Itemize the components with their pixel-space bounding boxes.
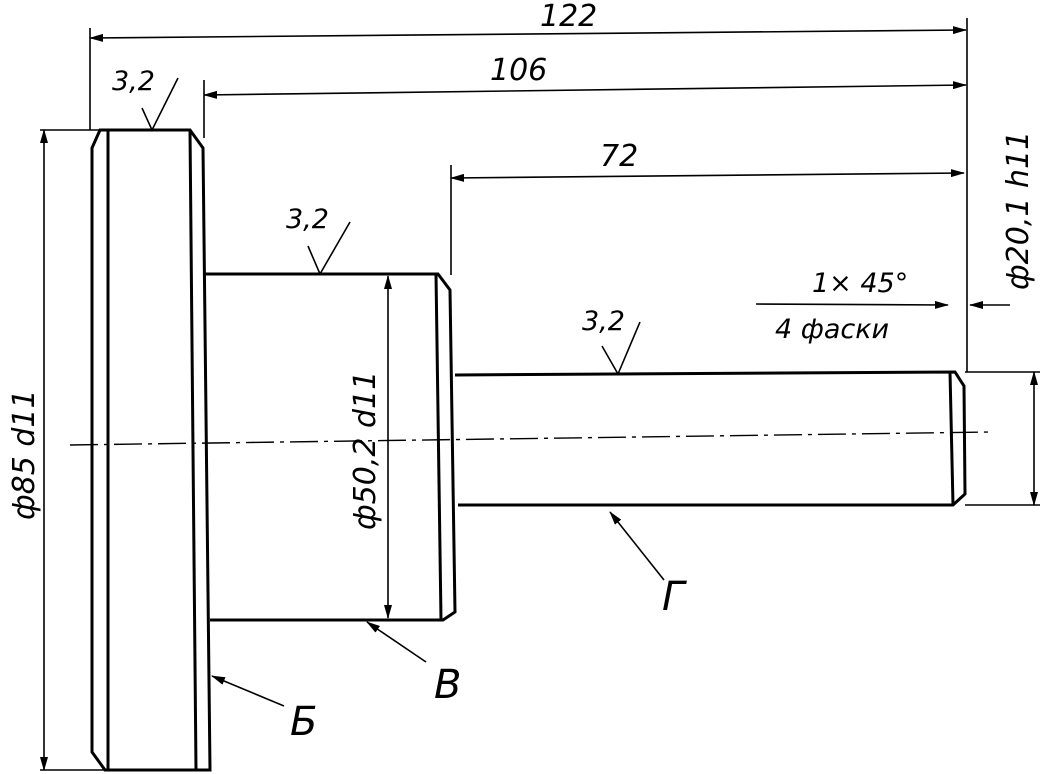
surface-label-g: Г <box>609 511 687 620</box>
svg-text:Г: Г <box>662 574 687 620</box>
svg-text:3,2: 3,2 <box>582 306 625 337</box>
svg-text:3,2: 3,2 <box>112 66 155 97</box>
flange-part <box>90 128 212 772</box>
dimension-dia-50: ф50,2 d11 <box>348 371 383 530</box>
dimension-122: 122 <box>540 0 597 34</box>
roughness-symbol-shaft: 3,2 <box>582 306 641 376</box>
center-line <box>69 431 991 446</box>
small-shaft-part <box>454 370 967 507</box>
svg-text:В: В <box>434 662 461 708</box>
roughness-symbol-middle: 3,2 <box>286 204 351 276</box>
surface-label-v: В <box>366 621 461 708</box>
chamfer-size: 1× 45° <box>812 268 908 299</box>
chamfer-note: 4 фаски <box>775 314 889 345</box>
middle-cylinder-part <box>203 272 457 622</box>
dimension-dia-20: ф20,1 h11 <box>1001 131 1036 290</box>
dimension-line-122 <box>89 26 967 42</box>
dimension-line-72 <box>450 169 965 182</box>
chamfer-leader <box>755 300 949 309</box>
dimension-line-106 <box>203 81 967 99</box>
dimension-106: 106 <box>490 53 547 88</box>
svg-text:3,2: 3,2 <box>286 204 329 235</box>
svg-text:Б: Б <box>290 699 317 745</box>
surface-label-b: Б <box>211 675 317 745</box>
roughness-symbol-flange: 3,2 <box>112 66 179 132</box>
dimension-dia-85: ф85 d11 <box>7 389 42 520</box>
dimension-72: 72 <box>600 139 638 174</box>
